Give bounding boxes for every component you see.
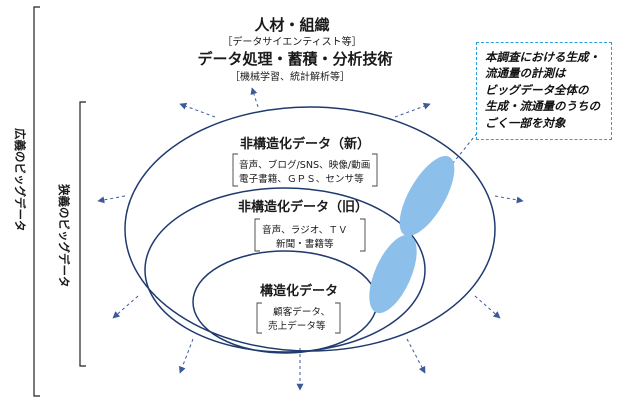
arrow-left [97, 195, 126, 204]
callout-line-1: 本調査における生成・ [485, 50, 600, 64]
layer-structured-item-2: 売上データ等 [268, 320, 326, 332]
narrow-label: 狭義のビッグデータ [57, 183, 71, 288]
narrow-bracket [79, 101, 86, 367]
layer-new-item-1: 音声、ブログ/SNS、映像/動画 [239, 159, 370, 171]
layer-old-item-1: 音声、ラジオ、ＴＶ [262, 224, 348, 236]
broad-bracket [33, 6, 40, 397]
arrow-bottom-left [178, 338, 194, 374]
layer-new-bracket-right [372, 153, 378, 187]
arrow-lower-left [112, 295, 139, 319]
layer-old-bracket-right [360, 218, 366, 252]
layer-title-new: 非構造化データ（新） [240, 136, 370, 152]
measured-region-upper [399, 156, 455, 236]
layer-title-structured: 構造化データ [260, 283, 338, 299]
layer-structured-bracket-right [335, 302, 341, 334]
callout-line-5: ごく一部を対象 [485, 115, 566, 130]
arrow-up [250, 87, 259, 108]
arrow-bottom-right [406, 338, 426, 374]
layer-structured-item-1: 顧客データ、 [273, 306, 330, 318]
layer-new-item-2: 電子書籍、ＧＰＳ、センサ等 [239, 173, 364, 185]
layer-new-bracket-left [232, 153, 238, 187]
layer-title-old: 非構造化データ（旧） [238, 199, 368, 215]
callout-line-3: ビッグデータ全体の [485, 82, 589, 97]
layer-old-bracket-left [254, 218, 260, 252]
arrow-up-left [179, 102, 216, 118]
layer-structured-bracket-left [256, 302, 262, 334]
broad-title-1: 人材・組織 [254, 16, 329, 34]
arrow-lower-right [474, 295, 501, 319]
ellipse-structured [192, 250, 378, 354]
arrow-right [494, 195, 524, 204]
broad-sub-2: ［機械学習、統計解析等］ [230, 70, 350, 83]
measured-region-lower [369, 234, 417, 314]
broad-title-2: データ処理・蓄積・分析技術 [197, 50, 392, 68]
broad-sub-1: ［データサイエンティスト等］ [222, 35, 361, 48]
layer-old-item-2: 新聞・書籍等 [276, 238, 334, 250]
broad-label: 広義のビッグデータ [13, 128, 27, 232]
measurement-callout: 本調査における生成・ 流通量の計測は ビッグデータ全体の 生成・流通量のうちの … [476, 42, 612, 140]
arrow-up-right [394, 102, 431, 118]
ellipse-unstructured-old [144, 187, 426, 353]
callout-line-2: 流通量の計測は [485, 66, 566, 81]
callout-line-4: 生成・流通量のうちの [485, 99, 600, 114]
